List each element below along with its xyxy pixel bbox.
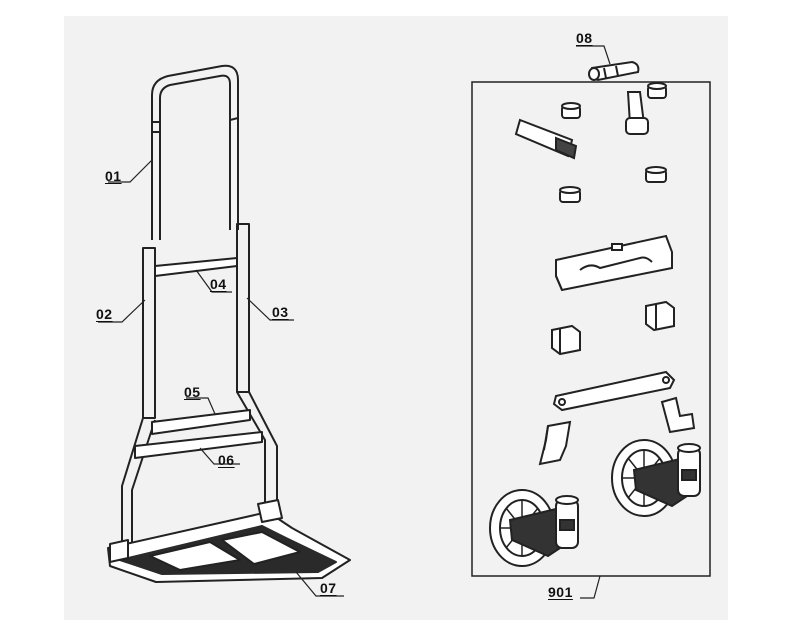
roller-part-08 [588,60,640,82]
label-part-08: 08 [576,30,593,46]
leader-01 [108,159,153,183]
spacer-block [645,300,675,332]
foot-plate-part-07 [107,499,351,583]
spacer-block [551,324,581,356]
label-part-06: 06 [218,452,235,468]
background-panel [64,16,728,620]
cross-beam [555,234,673,292]
label-part-07: 07 [320,580,337,596]
label-part-901: 901 [548,584,573,600]
leader-05 [186,397,216,415]
axle-clip [514,118,578,160]
crossbar-part-04 [154,257,238,277]
kit-small-parts [514,82,696,466]
leader-04 [195,269,232,293]
crossbar-part-05 [151,409,251,435]
kit-box-901 [471,81,711,577]
leader-07 [295,571,344,597]
label-part-01: 01 [105,168,122,184]
leader-03 [246,297,294,321]
label-part-02: 02 [96,306,113,322]
hand-truck-frame [107,64,351,583]
bushing-ring [561,102,581,119]
small-bracket [660,396,696,434]
crossbar-part-06 [134,431,263,459]
label-part-05: 05 [184,384,201,400]
leader-901 [580,575,601,599]
wheel-assembly-rear [611,439,701,517]
bushing-ring [559,186,581,203]
label-part-04: 04 [210,276,227,292]
leader-lines-left [98,159,344,597]
label-part-03: 03 [272,304,289,320]
small-bracket [538,420,572,466]
link-bar [552,370,676,412]
bushing-ring [647,82,667,99]
leader-08 [576,45,611,65]
leader-06 [199,447,240,465]
pin-with-cap [625,91,649,135]
handle-part-01 [151,64,239,240]
leader-02 [98,299,146,323]
wheel-assembly-front [489,489,579,567]
bushing-ring [645,166,667,183]
